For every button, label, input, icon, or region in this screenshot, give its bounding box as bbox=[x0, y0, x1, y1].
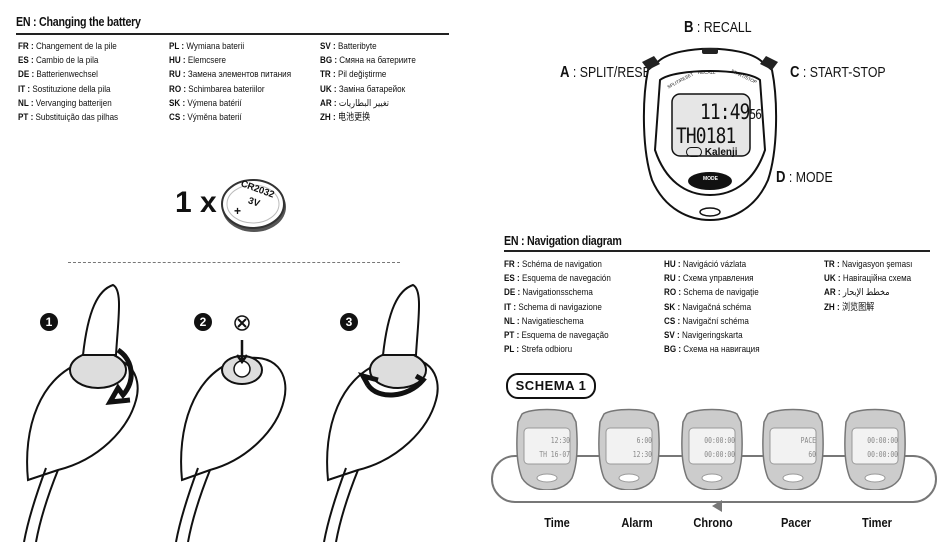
watch-time-display: 11:4956 bbox=[700, 100, 762, 124]
dashed-separator bbox=[68, 262, 400, 263]
mode-watch-chrono: 00:00:00 00:00:00 bbox=[681, 408, 743, 491]
list-item: SV : Navigeringskarta bbox=[664, 330, 743, 342]
list-item: SK : Navigačná schéma bbox=[664, 301, 752, 313]
list-item: IT : Sostituzione della pila bbox=[18, 83, 111, 95]
watch-mode-button-label: MODE bbox=[703, 176, 718, 182]
battery-title-rule bbox=[16, 33, 449, 35]
list-item: RO : Schema de navigaţie bbox=[664, 287, 759, 299]
mode-watch-time: 12:30 TH 16-07 bbox=[516, 408, 578, 491]
coin-battery-icon bbox=[221, 179, 286, 232]
mode-caption-alarm: Alarm bbox=[621, 515, 653, 530]
list-item: TR : Navigasyon şeması bbox=[824, 259, 913, 270]
mode-watch-line-1: 00:00:00 bbox=[704, 436, 735, 445]
mode-watch-line-1: 12:30 bbox=[550, 436, 570, 445]
button-label-a: A : SPLIT/RESET bbox=[560, 64, 659, 81]
battery-lang-col-3: SV : Batteribyte BG : Смяна на батериите… bbox=[320, 40, 416, 125]
list-item: NL : Navigatieschema bbox=[504, 315, 584, 327]
navigation-direction-arrow-icon bbox=[712, 500, 722, 512]
nav-lang-col-2: HU : Navigáció vázlata RU : Схема управл… bbox=[664, 258, 760, 357]
step-number-1: 1 bbox=[40, 313, 58, 331]
list-item: RU : Замена элементов питания bbox=[169, 69, 292, 81]
list-item: BG : Схема на навигация bbox=[664, 344, 760, 356]
list-item: FR : Schéma de navigation bbox=[504, 259, 602, 270]
stopwatch-illustration bbox=[642, 47, 778, 222]
list-item: HU : Navigáció vázlata bbox=[664, 259, 747, 270]
mode-caption-timer: Timer bbox=[862, 515, 892, 530]
list-item: HU : Elemcsere bbox=[169, 55, 227, 67]
list-item: AR : تغيير البطاريات bbox=[320, 97, 390, 109]
list-item: PT : Substituição das pilhas bbox=[18, 112, 119, 124]
watch-brand-logo: Kalenji bbox=[686, 147, 738, 158]
mode-watch-line-2: 60 bbox=[808, 450, 816, 459]
list-item: ES : Esquema de navegación bbox=[504, 273, 611, 285]
list-item: AR : مخطط الإبحار bbox=[824, 287, 890, 299]
mode-caption-time: Time bbox=[544, 515, 570, 530]
mode-watch-line-2: 00:00:00 bbox=[867, 450, 898, 459]
battery-lang-col-2: PL : Wymiana baterii HU : Elemcsere RU :… bbox=[169, 40, 291, 125]
list-item: DE : Navigationsschema bbox=[504, 287, 593, 299]
list-item: SV : Batteribyte bbox=[320, 41, 377, 52]
list-item: PT : Esquema de navegação bbox=[504, 330, 609, 342]
list-item: ES : Cambio de la pila bbox=[18, 55, 99, 67]
mode-watch-line-1: 00:00:00 bbox=[867, 436, 898, 445]
step-number-3: 3 bbox=[340, 313, 358, 331]
battery-count: 1 x bbox=[175, 186, 217, 219]
mode-watch-line-1: 6:00 bbox=[636, 436, 652, 445]
list-item: FR : Changement de la pile bbox=[18, 41, 117, 52]
mode-watch-timer: 00:00:00 00:00:00 bbox=[844, 408, 906, 491]
mode-watch-alarm: 6:00 12:30 bbox=[598, 408, 660, 491]
list-item: CS : Navigační schéma bbox=[664, 315, 749, 327]
button-label-b: B : RECALL bbox=[684, 19, 752, 36]
list-item: UK : Заміна батарейок bbox=[320, 83, 406, 95]
battery-section-title: EN : Changing the battery bbox=[16, 14, 141, 29]
list-item: BG : Смяна на батериите bbox=[320, 55, 416, 67]
mode-watch-line-2: TH 16-07 bbox=[539, 450, 570, 459]
list-item: TR : Pil değiştirme bbox=[320, 69, 387, 81]
list-item: ZH : 电池更换 bbox=[320, 112, 371, 124]
list-item: ZH : 浏览图解 bbox=[824, 301, 875, 313]
list-item: NL : Vervanging batterijen bbox=[18, 97, 112, 109]
list-item: CS : Výměna baterií bbox=[169, 112, 242, 124]
mode-caption-chrono: Chrono bbox=[693, 515, 733, 530]
list-item: PL : Strefa odbioru bbox=[504, 344, 573, 356]
button-label-d: D : MODE bbox=[776, 169, 833, 186]
navigation-title-rule bbox=[504, 250, 930, 252]
step-1-illustration bbox=[23, 283, 139, 542]
navigation-section-title: EN : Navigation diagram bbox=[504, 233, 622, 248]
list-item: IT : Schema di navigazione bbox=[504, 301, 602, 313]
battery-lang-col-1: FR : Changement de la pile ES : Cambio d… bbox=[18, 40, 118, 125]
step-3-illustration bbox=[323, 283, 439, 542]
list-item: PL : Wymiana baterii bbox=[169, 41, 245, 52]
step-number-2: 2 bbox=[194, 313, 212, 331]
button-label-c: C : START-STOP bbox=[790, 64, 886, 81]
step-2-illustration bbox=[175, 315, 287, 542]
battery-plus-label: + bbox=[234, 204, 242, 218]
list-item: RO : Schimbarea bateriilor bbox=[169, 83, 265, 95]
schema-badge: SCHEMA 1 bbox=[506, 373, 596, 399]
list-item: DE : Batterienwechsel bbox=[18, 69, 98, 81]
list-item: RU : Схема управления bbox=[664, 273, 754, 285]
mode-watch-line-2: 00:00:00 bbox=[704, 450, 735, 459]
mode-caption-pacer: Pacer bbox=[780, 515, 812, 530]
list-item: UK : Навігаційна схема bbox=[824, 273, 912, 285]
nav-lang-col-1: FR : Schéma de navigation ES : Esquema d… bbox=[504, 258, 611, 357]
mode-watch-line-2: 12:30 bbox=[632, 450, 652, 459]
mode-watch-line-1: PACE bbox=[800, 436, 816, 445]
watch-date-display: TH0181 bbox=[676, 124, 736, 148]
list-item: SK : Výmena batérií bbox=[169, 97, 242, 109]
mode-watch-pacer: PACE 60 bbox=[762, 408, 824, 491]
watch-arc-label-mid: RECALL bbox=[698, 70, 716, 75]
nav-lang-col-3: TR : Navigasyon şeması UK : Навігаційна … bbox=[824, 258, 912, 315]
